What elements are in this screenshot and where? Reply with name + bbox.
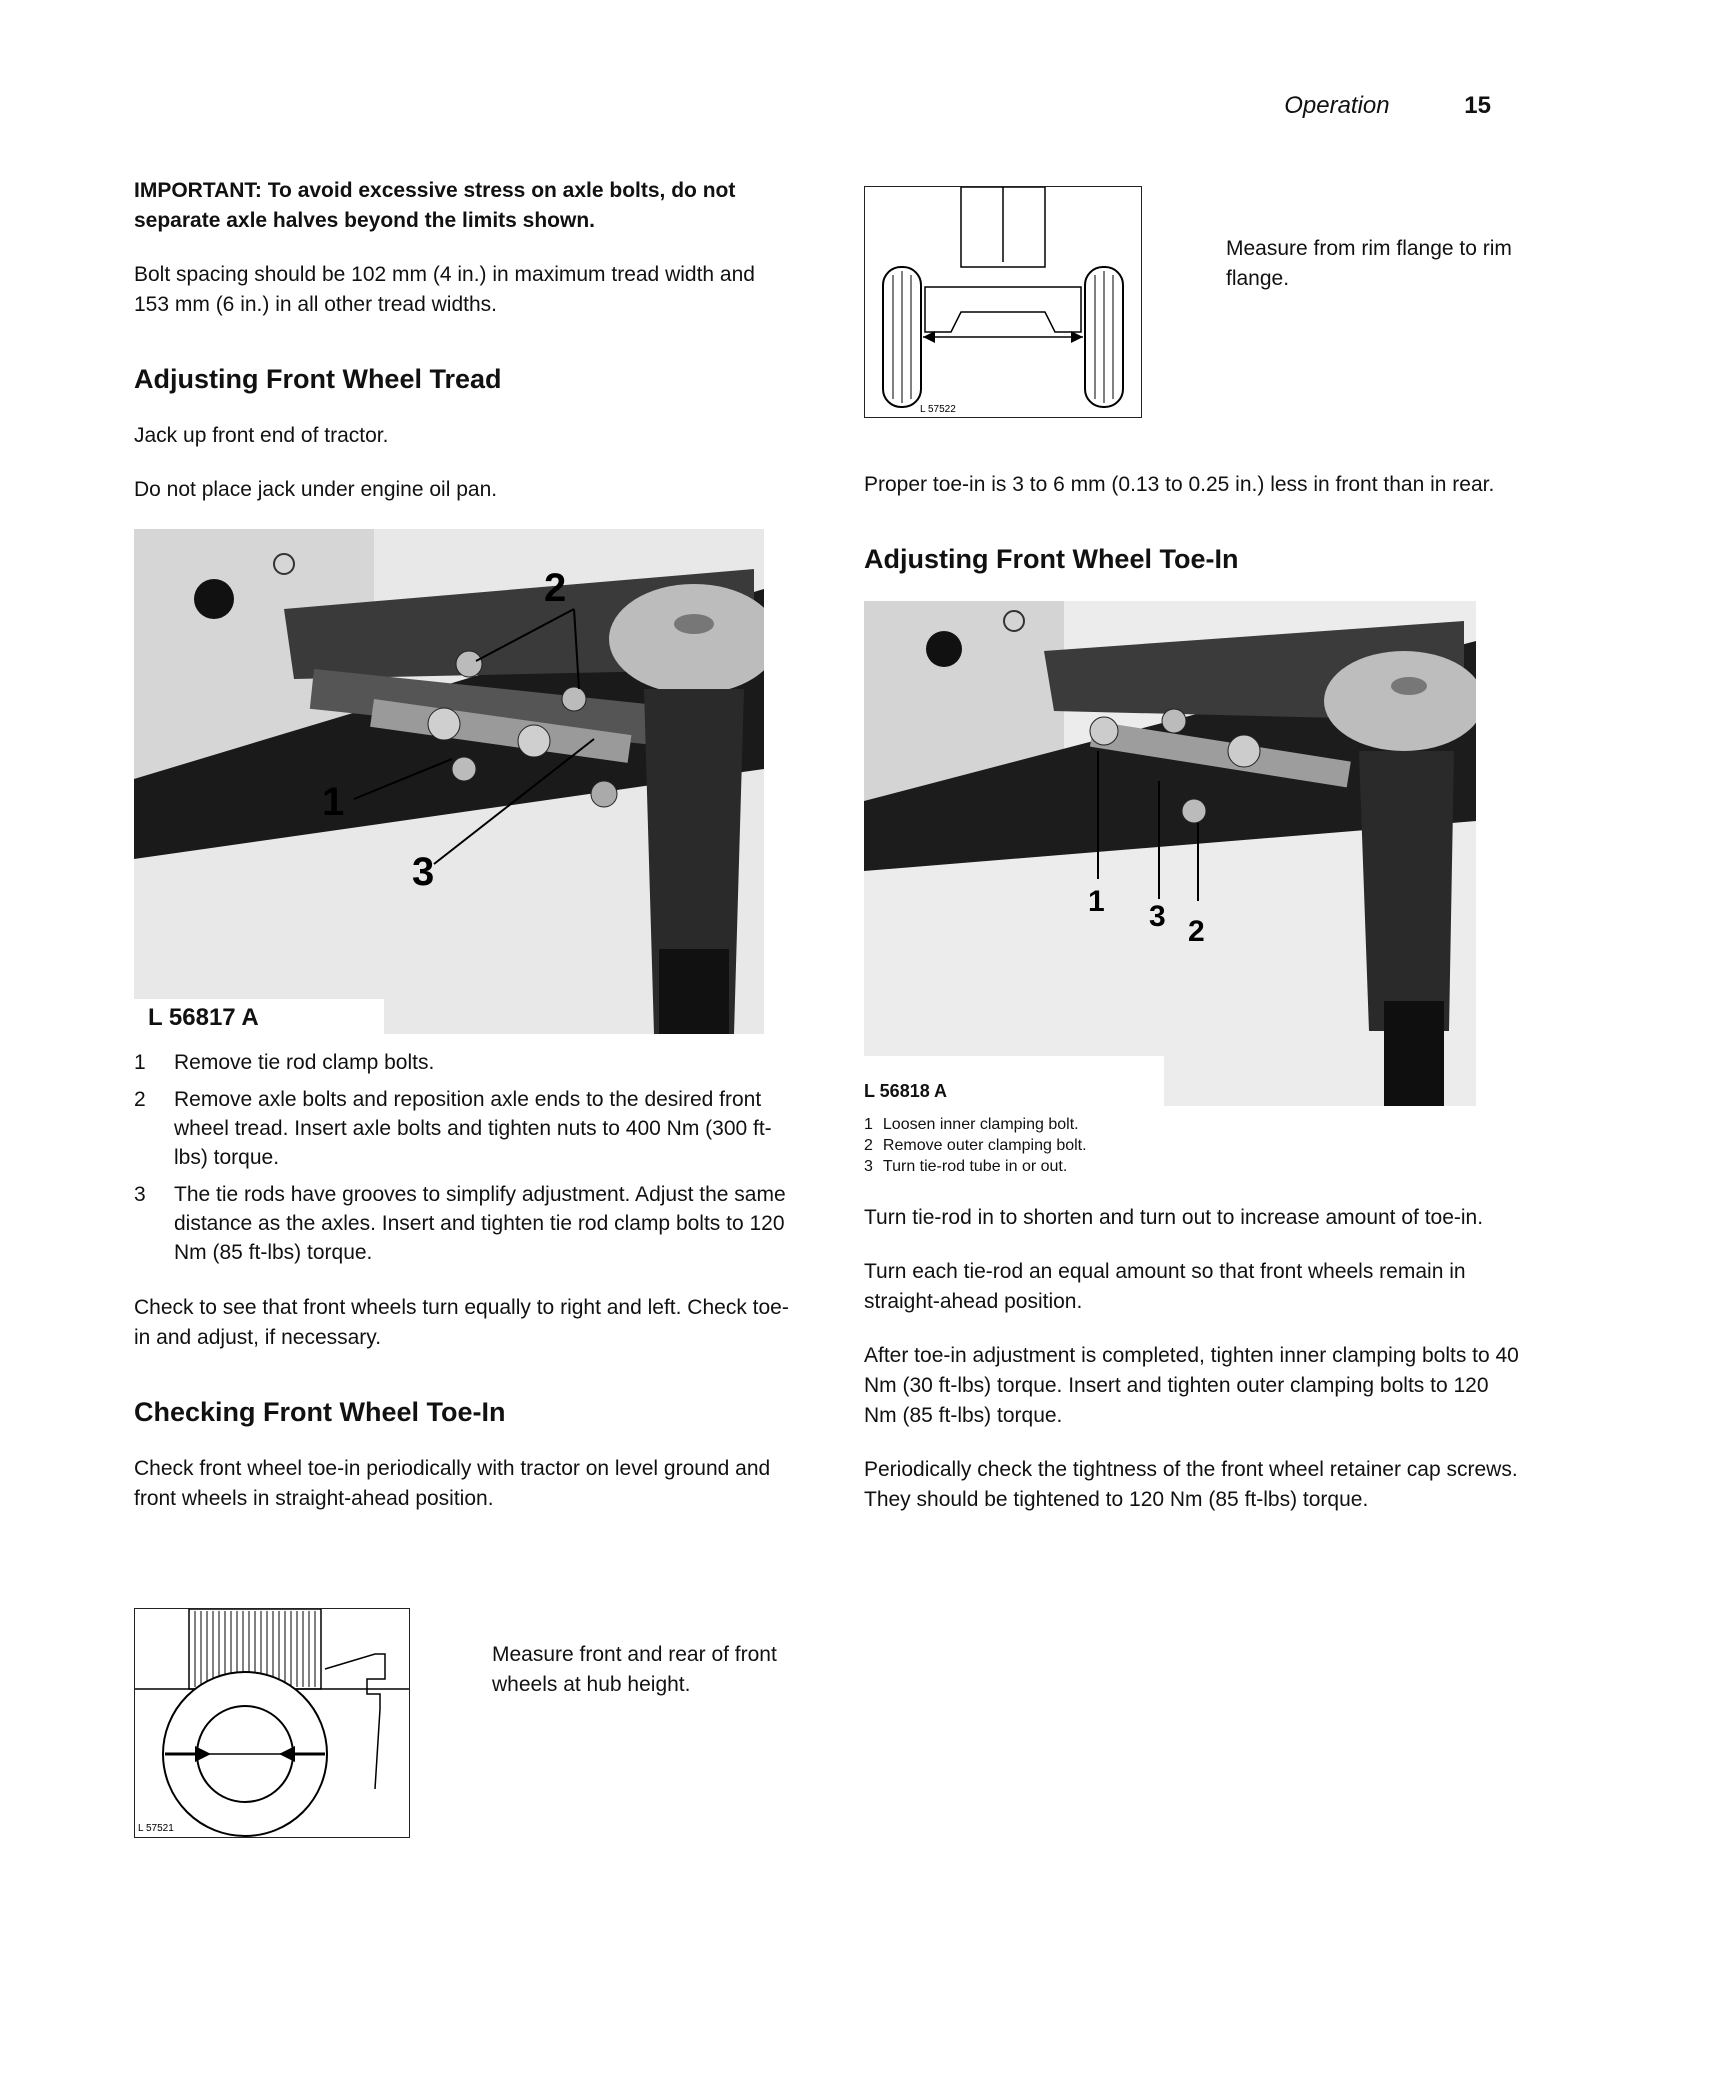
after-adjust-text: After toe-in adjustment is completed, ti… xyxy=(864,1344,1519,1427)
toein-photo-figure: 1 3 2 L 56818 A xyxy=(864,601,1476,1106)
rim-flange-note: Measure from rim flange to rim flange. xyxy=(1226,237,1512,290)
axle-photo-illustration: 1 2 3 xyxy=(134,529,764,1034)
no-jack-text: Do not place jack under engine oil pan. xyxy=(134,478,498,501)
heading-checking-toein: Checking Front Wheel Toe-In xyxy=(134,1397,506,1427)
proper-toein-text: Proper toe-in is 3 to 6 mm (0.13 to 0.25… xyxy=(864,473,1495,496)
axle-photo-figure: 1 2 3 L 56817 A xyxy=(134,529,764,1034)
rim-flange-figure: L 57522 xyxy=(864,186,1142,418)
callout-1: 1 xyxy=(1088,885,1105,918)
page-header: Operation 15 xyxy=(1284,92,1491,120)
figure2-code: L 56818 A xyxy=(864,1081,948,1101)
heading-adjusting-toein: Adjusting Front Wheel Toe-In xyxy=(864,544,1239,574)
bolt-spacing-text: Bolt spacing should be 102 mm (4 in.) in… xyxy=(134,263,755,316)
callout-1: 1 xyxy=(322,780,344,824)
rim-figure-code: L 57522 xyxy=(920,404,956,415)
callout-3: 3 xyxy=(1149,900,1166,933)
callout-3: 3 xyxy=(412,850,434,894)
left-column: IMPORTANT: To avoid excessive stress on … xyxy=(134,176,794,1538)
check-turn-text: Check to see that front wheels turn equa… xyxy=(134,1296,789,1349)
check-periodic-text: Check front wheel toe-in periodically wi… xyxy=(134,1457,771,1510)
important-note: IMPORTANT: To avoid excessive stress on … xyxy=(134,179,736,232)
callout-2: 2 xyxy=(544,566,566,610)
hub-figure-code: L 57521 xyxy=(138,1823,174,1834)
figure1-code: L 56817 A xyxy=(148,1004,259,1031)
jack-up-text: Jack up front end of tractor. xyxy=(134,424,389,447)
rim-flange-illustration: L 57522 xyxy=(882,186,1124,415)
right-column: Proper toe-in is 3 to 6 mm (0.13 to 0.25… xyxy=(864,470,1524,1539)
heading-adjusting-tread: Adjusting Front Wheel Tread xyxy=(134,364,502,394)
page-number: 15 xyxy=(1464,92,1491,119)
turn-each-text: Turn each tie-rod an equal amount so tha… xyxy=(864,1260,1466,1313)
periodic-check-text: Periodically check the tightness of the … xyxy=(864,1458,1518,1511)
section-title: Operation xyxy=(1284,92,1390,119)
callout-2: 2 xyxy=(1188,915,1205,948)
turn-in-text: Turn tie-rod in to shorten and turn out … xyxy=(864,1206,1484,1229)
hub-height-figure: L 57521 xyxy=(134,1608,410,1838)
hub-height-note: Measure front and rear of front wheels a… xyxy=(492,1643,777,1696)
toein-photo-illustration: 1 3 2 xyxy=(864,601,1476,1106)
hub-height-illustration: L 57521 xyxy=(135,1608,409,1837)
